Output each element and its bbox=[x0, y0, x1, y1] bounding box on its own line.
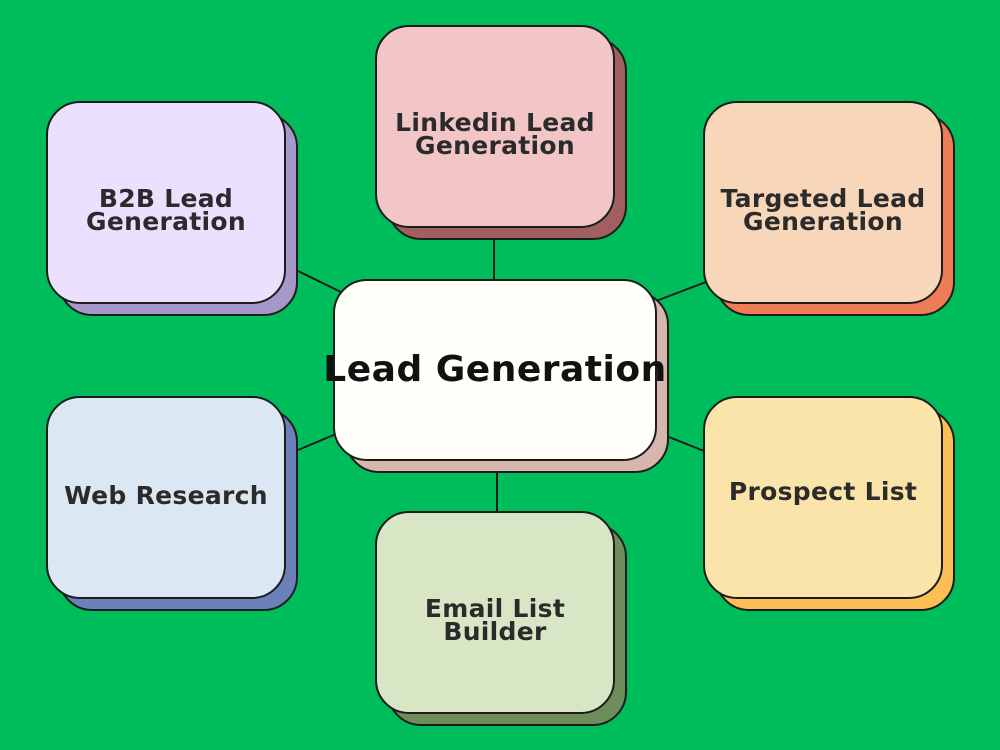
connector-b2b bbox=[297, 270, 346, 295]
node-label: Linkedin Lead Generation bbox=[395, 108, 595, 160]
connector-prospect bbox=[668, 436, 705, 452]
node-card: Web Research bbox=[46, 396, 286, 599]
node-card: Email List Builder bbox=[375, 511, 615, 714]
node-card: Linkedin Lead Generation bbox=[375, 25, 615, 228]
node-card: Targeted Lead Generation bbox=[703, 101, 943, 304]
node-b2b-lead-generation: B2B Lead Generation bbox=[46, 101, 298, 316]
node-web-research: Web Research bbox=[46, 396, 298, 611]
node-card: B2B Lead Generation bbox=[46, 101, 286, 304]
node-linkedin-lead-generation: Linkedin Lead Generation bbox=[375, 25, 627, 240]
node-targeted-lead-generation: Targeted Lead Generation bbox=[703, 101, 955, 316]
connector-web bbox=[297, 433, 337, 451]
node-label: Prospect List bbox=[728, 477, 918, 506]
node-label: Web Research bbox=[64, 481, 268, 510]
node-center-lead-generation: Lead Generation bbox=[323, 279, 669, 473]
center-label: Lead Generation bbox=[323, 349, 667, 390]
node-label: Targeted Lead Generation bbox=[720, 184, 926, 236]
connector-targeted bbox=[655, 281, 707, 302]
node-card: Prospect List bbox=[703, 396, 943, 599]
node-label: B2B Lead Generation bbox=[86, 184, 246, 236]
node-prospect-list: Prospect List bbox=[703, 396, 955, 611]
node-email-list-builder: Email List Builder bbox=[375, 511, 627, 726]
center-card: Lead Generation bbox=[323, 279, 666, 461]
node-label: Email List Builder bbox=[424, 594, 566, 646]
